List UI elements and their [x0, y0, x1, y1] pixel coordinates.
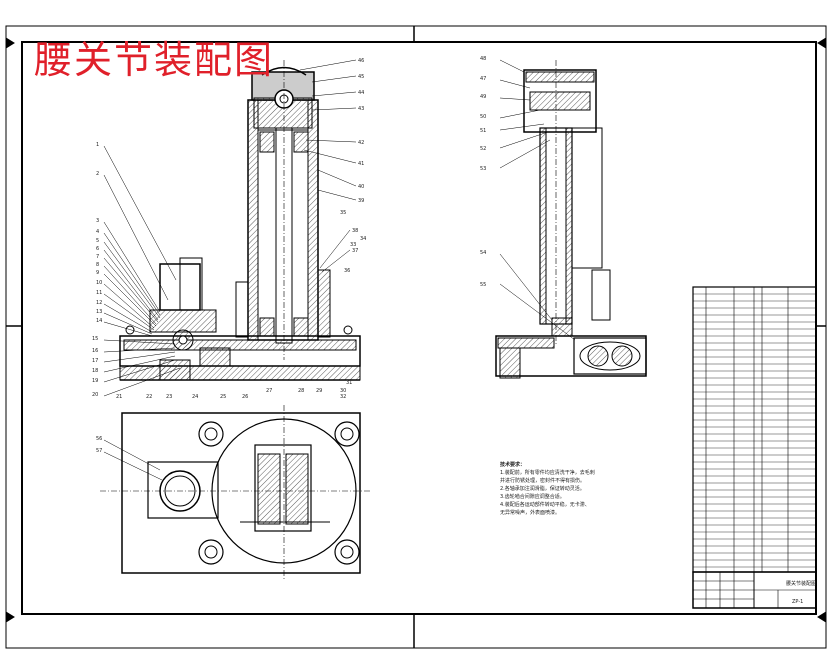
callout-label: 33 [350, 242, 356, 248]
callout-label: 23 [166, 394, 172, 400]
drawing-title: 腰关节装配图 [34, 38, 275, 82]
callout-label: 43 [358, 106, 364, 112]
callout-label: 46 [358, 58, 364, 64]
technical-note-line: 2.各轴承加注润滑脂，保证转动灵活。 [500, 486, 585, 492]
callout-label: 5 [96, 238, 99, 244]
technical-notes-heading: 技术要求： [500, 462, 526, 468]
callout-label: 13 [96, 309, 102, 315]
technical-note-line: 1.装配前，所有零件均应清洗干净，去毛刺 [500, 470, 595, 476]
callout-label: 52 [480, 146, 486, 152]
callout-label: 19 [92, 378, 98, 384]
callout-label: 10 [96, 280, 102, 286]
technical-note-line: 3.齿轮啮合间隙应调整合适。 [500, 494, 565, 500]
callout-label: 32 [340, 394, 346, 400]
front-view-leaders [103, 59, 357, 397]
callout-label: 24 [192, 394, 198, 400]
callout-label: 39 [358, 198, 364, 204]
callout-label: 45 [358, 74, 364, 80]
callout-label: 3 [96, 218, 99, 224]
callout-label: 31 [346, 380, 352, 386]
technical-note-line: 4.装配后各运动部件转动平稳，无卡滞、 [500, 502, 590, 508]
callout-label: 8 [96, 262, 99, 268]
callout-label: 1 [96, 142, 99, 148]
callout-label: 15 [92, 336, 98, 342]
side-section-view [495, 59, 647, 379]
title-block-number: ZP-1 [792, 599, 803, 605]
callout-label: 42 [358, 140, 364, 146]
callout-label: 49 [480, 94, 486, 100]
callout-label: 4 [96, 229, 99, 235]
callout-label: 56 [96, 436, 102, 442]
front-section-view [119, 60, 361, 381]
callout-label: 38 [352, 228, 358, 234]
technical-notes: 技术要求： 1.装配前，所有零件均应清洗干净，去毛刺 并进行防锈处理，密封件不得… [500, 461, 596, 517]
plan-view [100, 405, 370, 580]
callout-label: 40 [358, 184, 364, 190]
callout-label: 35 [340, 210, 346, 216]
callout-label: 25 [220, 394, 226, 400]
callout-label: 44 [358, 90, 364, 96]
callout-label: 22 [146, 394, 152, 400]
technical-note-line: 并进行防锈处理，密封件不得有损伤。 [500, 478, 586, 484]
side-view-labels: 48 47 49 50 51 52 53 54 55 [480, 56, 486, 288]
callout-label: 34 [360, 236, 366, 242]
callout-label: 53 [480, 166, 486, 172]
callout-label: 21 [116, 394, 122, 400]
technical-note-line: 无异常噪声，外表面喷漆。 [500, 510, 561, 516]
callout-label: 18 [92, 368, 98, 374]
callout-label: 29 [316, 388, 322, 394]
callout-label: 41 [358, 161, 364, 167]
title-block-name: 腰关节装配图 [786, 580, 816, 587]
callout-label: 54 [480, 250, 486, 256]
drawing-frame [5, 25, 827, 649]
callout-label: 12 [96, 300, 102, 306]
callout-label: 9 [96, 270, 99, 276]
callout-label: 11 [96, 290, 102, 296]
callout-label: 20 [92, 392, 98, 398]
callout-label: 14 [96, 318, 102, 324]
callout-label: 7 [96, 254, 99, 260]
callout-label: 55 [480, 282, 486, 288]
callout-label: 37 [352, 248, 358, 254]
callout-label: 6 [96, 246, 99, 252]
plan-view-labels: 56 57 [96, 436, 102, 454]
callout-label: 16 [92, 348, 98, 354]
title-block: 腰关节装配图 ZP-1 [692, 571, 817, 609]
callout-label: 51 [480, 128, 486, 134]
callout-label: 30 [340, 388, 346, 394]
callout-label: 50 [480, 114, 486, 120]
callout-label: 2 [96, 171, 99, 177]
callout-label: 26 [242, 394, 248, 400]
callout-label: 47 [480, 76, 486, 82]
callout-label: 57 [96, 448, 102, 454]
callout-label: 36 [344, 268, 350, 274]
callout-label: 27 [266, 388, 272, 394]
callout-label: 17 [92, 358, 98, 364]
callout-label: 28 [298, 388, 304, 394]
top-labels: 46 45 44 43 42 41 40 39 38 37 [352, 58, 364, 254]
callout-label: 48 [480, 56, 486, 62]
bill-of-materials [692, 286, 817, 573]
